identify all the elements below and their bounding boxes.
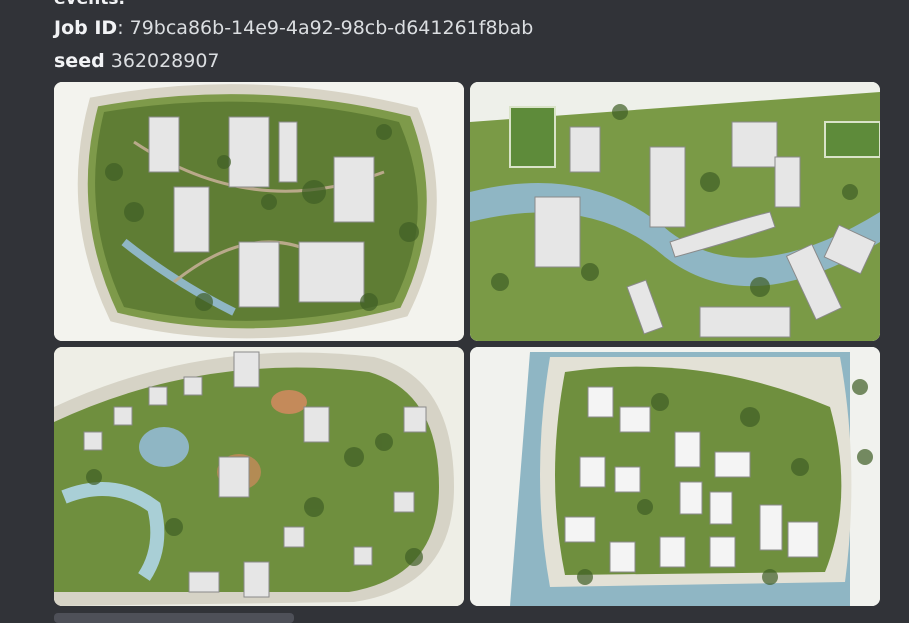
seed-value: 362028907: [104, 50, 220, 72]
seed-line: seed 362028907: [54, 50, 220, 72]
site-plan-illustration: [470, 82, 880, 341]
seed-label: seed: [54, 50, 105, 72]
site-plan-illustration: [470, 347, 880, 606]
generated-image-2[interactable]: [470, 82, 880, 341]
generated-image-3[interactable]: [54, 347, 464, 606]
job-id-line: Job ID: 79bca86b-14e9-4a92-98cb-d641261f…: [54, 17, 533, 39]
image-grid: [54, 82, 880, 607]
site-plan-illustration: [54, 82, 464, 341]
generated-image-1[interactable]: [54, 82, 464, 341]
generated-image-4[interactable]: [470, 347, 880, 606]
next-message-bar: [54, 613, 294, 623]
site-plan-illustration: [54, 347, 464, 606]
job-id-value: : 79bca86b-14e9-4a92-98cb-d641261f8bab: [117, 17, 534, 39]
job-id-label: Job ID: [54, 17, 118, 39]
message-text-cut: events.: [54, 0, 125, 9]
